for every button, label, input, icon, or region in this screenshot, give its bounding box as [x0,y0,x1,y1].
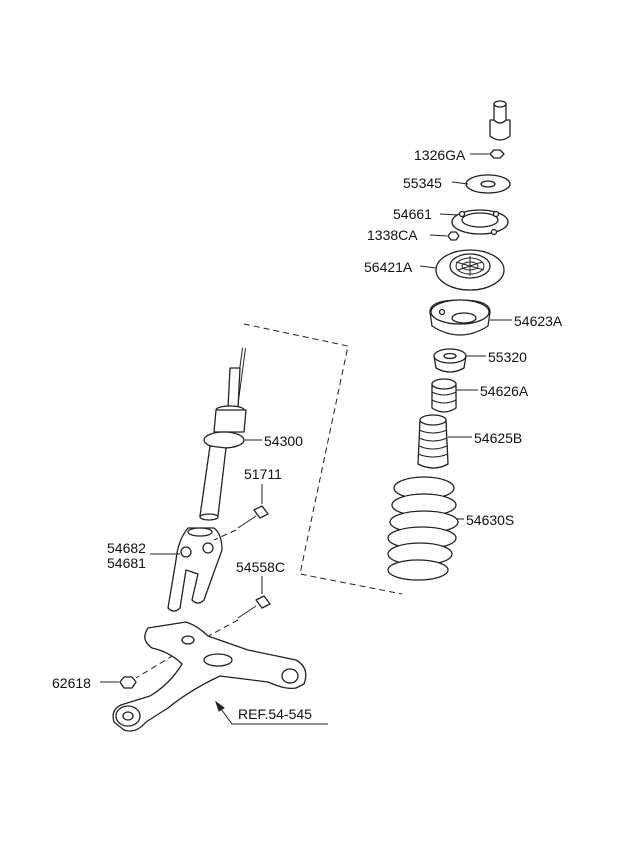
label-62618: 62618 [52,675,91,691]
label-51711: 51711 [244,466,282,482]
label-54661: 54661 [393,206,432,222]
reference-54-545: REF.54-545 [215,700,328,725]
bolt-54558C: 54558C [236,559,285,619]
bump-stopper-54626A: 54626A [431,378,529,413]
nut-path-62618 [135,649,183,679]
label-54300: 54300 [264,433,303,449]
coil-spring-54630S: 54630S [387,476,514,581]
label-56421A: 56421A [364,259,413,275]
lower-control-arm [112,621,307,732]
bumper-55320: 55320 [433,348,527,373]
nut-1338CA: 1338CA [367,227,460,243]
label-54558C: 54558C [236,559,285,575]
strut-mount-56421A: 56421A [364,249,505,291]
label-ref: REF.54-545 [238,706,312,722]
washer-55345: 55345 [403,174,511,194]
strut-54300: 54300 [199,347,303,521]
dust-boot-54625B: 54625B [417,414,522,469]
bolt-51711: 51711 [237,466,282,529]
nut-62618: 62618 [52,675,137,691]
plate-54661: 54661 [393,206,509,236]
label-55345: 55345 [403,175,442,191]
spring-pad-54623A: 54623A [429,299,563,336]
label-54681: 54681 [107,555,146,571]
label-54625B: 54625B [474,430,522,446]
label-1338CA: 1338CA [367,227,418,243]
bolt-path-51711 [213,529,237,541]
label-54630S: 54630S [466,512,514,528]
bracket-54682-54681: 54682 54681 [107,527,223,612]
label-55320: 55320 [488,349,527,365]
label-54623A: 54623A [514,313,563,329]
assembly-dashed-outline [243,323,403,595]
label-1326GA: 1326GA [414,147,466,163]
label-54626A: 54626A [480,383,529,399]
bump-stop-top [489,100,511,141]
label-54682: 54682 [107,540,146,556]
nut-1326GA: 1326GA [414,147,505,163]
